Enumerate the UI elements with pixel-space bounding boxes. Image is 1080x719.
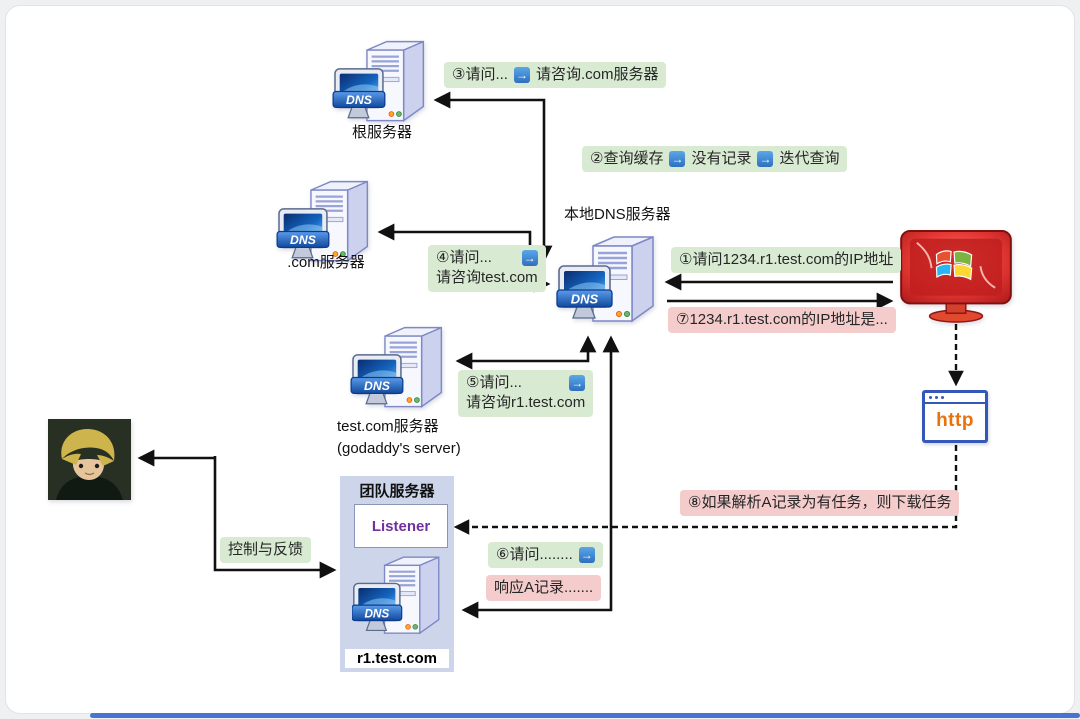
com-server-label: .com服务器 bbox=[287, 254, 365, 271]
arrow-localdns-testcom bbox=[455, 335, 597, 370]
badge-step8: ⑧如果解析A记录为有任务，则下载任务 bbox=[680, 490, 960, 517]
badge-step8-text: ⑧如果解析A记录为有任务，则下载任务 bbox=[688, 494, 952, 511]
badge-step5: ⑤请问... → 请咨询r1.test.com bbox=[458, 370, 594, 417]
arrow-localdns-root bbox=[433, 91, 553, 263]
badge-step5-text: ⑤请问... bbox=[466, 374, 522, 391]
testcom-server-sublabel: (godaddy's server) bbox=[337, 440, 461, 457]
arrow-right-icon: → bbox=[578, 547, 595, 564]
badge-step7: ⑦1234.r1.test.com的IP地址是... bbox=[668, 307, 896, 334]
badge-step5-text2: 请咨询r1.test.com bbox=[466, 394, 586, 412]
bottom-accent-line bbox=[90, 713, 1080, 718]
arrow-right-icon: → bbox=[757, 151, 774, 168]
badge-step7-text: ⑦1234.r1.test.com的IP地址是... bbox=[676, 311, 888, 328]
window-dot-icon bbox=[929, 396, 932, 399]
badge-step4-text2: 请咨询test.com bbox=[436, 269, 538, 287]
badge-step6-text: ⑥请问........ bbox=[496, 546, 573, 563]
badge-step6-response-text: 响应A记录....... bbox=[494, 579, 594, 596]
badge-step2: ②查询缓存 → 没有记录 → 迭代查询 bbox=[582, 146, 848, 173]
badge-step1-text: ①请问1234.r1.test.com的IP地址 bbox=[679, 251, 894, 268]
testcom-server-label: test.com服务器 bbox=[337, 418, 439, 435]
local-dns-server-icon bbox=[556, 231, 662, 331]
badge-step5-line2: 请咨询r1.test.com bbox=[466, 393, 585, 413]
badge-step3-text-2: 请咨询.com服务器 bbox=[535, 66, 659, 83]
badge-step4-line2: 请咨询test.com bbox=[436, 268, 538, 288]
local-dns-label: 本地DNS服务器 bbox=[564, 206, 671, 223]
http-window-titlebar bbox=[925, 393, 985, 404]
listener-box: Listener bbox=[354, 504, 448, 548]
root-dns-server-icon bbox=[332, 36, 432, 130]
badge-step5-line1: ⑤请问... → bbox=[466, 373, 586, 393]
badge-control-feedback-text: 控制与反馈 bbox=[228, 541, 304, 558]
badge-control-feedback: 控制与反馈 bbox=[220, 537, 312, 564]
team-server-box: 团队服务器 Listener r1.test.com bbox=[340, 476, 454, 672]
testcom-dns-server-icon bbox=[350, 322, 450, 416]
window-dot-icon bbox=[935, 396, 938, 399]
badge-step4-line1: ④请问... → bbox=[436, 248, 538, 268]
badge-step6: ⑥请问........ → bbox=[488, 542, 603, 569]
arrow-right-icon: → bbox=[669, 151, 686, 168]
team-dns-server-icon bbox=[352, 550, 446, 644]
badge-step3-text-1: ③请问... bbox=[452, 66, 508, 83]
badge-step2-text-1: ②查询缓存 bbox=[590, 150, 664, 167]
arrow-right-icon: → bbox=[521, 250, 538, 267]
team-server-host-label: r1.test.com bbox=[345, 649, 449, 668]
badge-step1: ①请问1234.r1.test.com的IP地址 bbox=[671, 247, 902, 274]
http-window-label: http bbox=[936, 410, 974, 431]
window-dot-icon bbox=[941, 396, 944, 399]
root-server-label: 根服务器 bbox=[351, 124, 412, 141]
team-server-title: 团队服务器 bbox=[359, 483, 435, 500]
badge-step6-response: 响应A记录....... bbox=[486, 575, 602, 602]
badge-step2-text-2: 没有记录 bbox=[691, 150, 752, 167]
hacker-avatar bbox=[48, 419, 131, 500]
badge-step4: ④请问... → 请咨询test.com bbox=[428, 245, 546, 292]
arrow-right-icon: → bbox=[569, 375, 586, 392]
badge-step2-text-3: 迭代查询 bbox=[779, 150, 840, 167]
http-window-icon: http bbox=[922, 390, 988, 443]
badge-step4-text: ④请问... bbox=[436, 249, 492, 266]
arrow-right-icon: → bbox=[513, 67, 530, 84]
badge-step3: ③请问... → 请咨询.com服务器 bbox=[444, 62, 667, 89]
windows-pc-icon bbox=[897, 229, 1015, 323]
